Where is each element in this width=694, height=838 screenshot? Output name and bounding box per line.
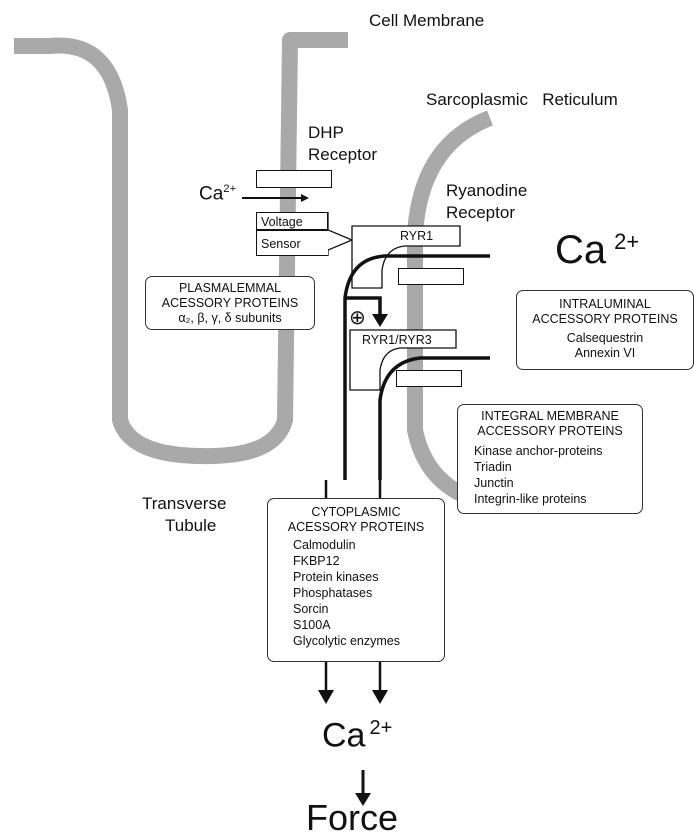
- cytoplasmic-item: Sorcin: [293, 602, 329, 616]
- ca-cytosol-charge: 2+: [369, 717, 393, 739]
- transverse-tubule-label-line2: Tubule: [165, 516, 217, 535]
- cell-membrane-label: Cell Membrane: [369, 11, 485, 30]
- ryr1-ryr3-label: RYR1/RYR3: [362, 333, 432, 347]
- dhp-receptor-label-line1: DHP: [308, 123, 344, 142]
- force-label: Force: [306, 797, 399, 838]
- ryr3-activation-arrow: [345, 296, 382, 318]
- ca-influx-text: Ca: [199, 183, 224, 205]
- down-arrowhead-left: [318, 690, 334, 704]
- plasmalemmal-subunits: α₂, β, γ, δ subunits: [178, 311, 282, 325]
- sensor-box: Sensor: [256, 230, 328, 256]
- ca-influx-label: Ca2+: [199, 183, 237, 205]
- dhp-receptor-label-line2: Receptor: [308, 145, 377, 164]
- down-arrowhead-right: [372, 690, 388, 704]
- ca-store-charge: 2+: [614, 228, 640, 254]
- ca-cytosol-text: Ca: [322, 716, 366, 755]
- cell-membrane-shape: [14, 32, 348, 465]
- sr-box-upper: [398, 268, 464, 285]
- voltage-label: Voltage: [261, 215, 303, 229]
- cytoplasmic-title-line2: ACESSORY PROTEINS: [287, 520, 425, 534]
- intraluminal-title-line1: INTRALUMINAL: [559, 297, 651, 311]
- integral-title-line2: ACCESSORY PROTEINS: [477, 424, 623, 438]
- intraluminal-item: Calsequestrin: [566, 331, 644, 345]
- voltage-box: Voltage: [256, 212, 328, 230]
- ca-influx-charge: 2+: [223, 183, 237, 195]
- ca-release-path-ryr3: [378, 356, 490, 480]
- cytoplasmic-item: Protein kinases: [293, 570, 379, 584]
- ryr3-activation-arrowhead: [372, 314, 388, 327]
- cytoplasmic-item: S100A: [293, 618, 331, 632]
- sensor-label: Sensor: [261, 237, 301, 251]
- plus-sign: ⊕: [349, 307, 366, 329]
- cytoplasmic-item: FKBP12: [293, 554, 340, 568]
- ca-store-text: Ca: [555, 228, 607, 272]
- voltage-sensor-pointer: [327, 212, 354, 256]
- intraluminal-title-line2: ACCESSORY PROTEINS: [532, 312, 678, 326]
- ryanodine-receptor-label-line2: Receptor: [446, 203, 515, 222]
- plasmalemmal-title-line1: PLASMALEMMAL: [178, 281, 282, 295]
- ryr1-ryr3-channel: [349, 329, 457, 391]
- sr-box-lower: [396, 370, 462, 387]
- integral-item: Kinase anchor-proteins: [474, 444, 603, 458]
- integral-title-line1: INTEGRAL MEMBRANE: [481, 409, 619, 423]
- integral-item: Triadin: [474, 460, 512, 474]
- transverse-tubule-label-line1: Transverse: [142, 494, 227, 513]
- dhp-receptor-box: [256, 170, 332, 188]
- plasmalemmal-title-line2: ACESSORY PROTEINS: [161, 296, 299, 310]
- cytoplasmic-item: Glycolytic enzymes: [293, 634, 400, 648]
- integral-item: Junctin: [474, 476, 514, 490]
- cytoplasmic-item: Phosphatases: [293, 586, 373, 600]
- cytoplasmic-title-line1: CYTOPLASMIC: [311, 505, 401, 519]
- integral-item: Integrin-like proteins: [474, 492, 587, 506]
- intraluminal-item: Annexin VI: [574, 346, 636, 360]
- force-arrowhead: [355, 793, 371, 806]
- ryr1-label: RYR1: [400, 229, 434, 243]
- cytoplasmic-proteins-box: CYTOPLASMIC ACESSORY PROTEINS Calmodulin…: [267, 498, 445, 662]
- sarcoplasmic-reticulum-label: Sarcoplasmic Reticulum: [426, 90, 618, 109]
- ryr1-channel: [351, 225, 461, 289]
- ryanodine-receptor-label-line1: Ryanodine: [446, 181, 528, 200]
- ca-store-label: Ca 2+: [555, 230, 639, 270]
- integral-membrane-proteins-box: INTEGRAL MEMBRANE ACCESSORY PROTEINS Kin…: [457, 404, 643, 514]
- intraluminal-proteins-box: INTRALUMINAL ACCESSORY PROTEINS Calseque…: [516, 290, 694, 370]
- cytoplasmic-item: Calmodulin: [293, 538, 356, 552]
- plasmalemmal-proteins-box: PLASMALEMMAL ACESSORY PROTEINS α₂, β, γ,…: [145, 276, 315, 330]
